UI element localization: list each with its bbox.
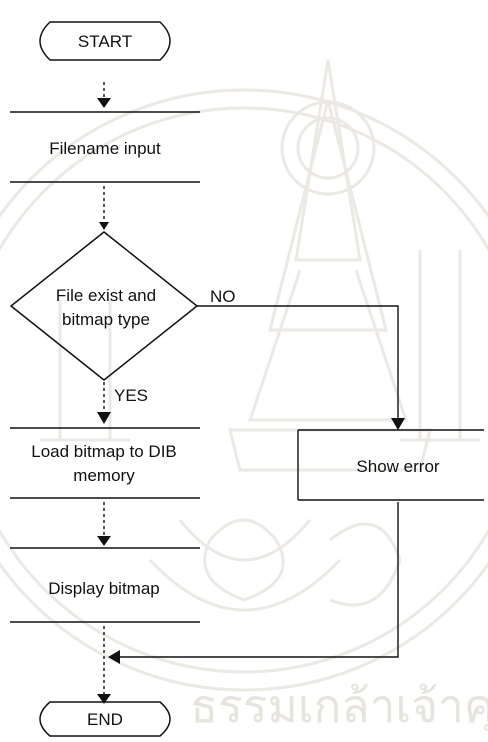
arrow-head <box>97 536 111 546</box>
load-label-line-2: memory <box>73 466 135 485</box>
display-bitmap-label: Display bitmap <box>48 579 160 598</box>
arrow-head <box>97 694 111 704</box>
seal-watermark: ธรรมเกล้าเจ้าคุณ <box>0 59 488 735</box>
arrow-head <box>391 418 405 430</box>
decision-line-1: File exist and <box>56 286 156 305</box>
show-error-label: Show error <box>356 457 439 476</box>
connector-error-merge <box>118 502 399 658</box>
yes-label: YES <box>114 386 148 405</box>
decision-diamond <box>9 231 199 381</box>
filename-input-label: Filename input <box>49 139 161 158</box>
arrow-head <box>99 222 109 230</box>
arrow-head <box>97 98 111 108</box>
merge-arrow-head <box>108 650 120 664</box>
end-label: END <box>87 710 123 729</box>
connector-no-branch <box>197 305 399 420</box>
watermark-text: ธรรมเกล้าเจ้าคุณ <box>190 679 488 735</box>
no-label: NO <box>210 287 236 306</box>
arrow-head <box>97 412 111 424</box>
end-terminator <box>39 701 171 737</box>
decision-line-2: bitmap type <box>62 310 150 329</box>
load-label-line-1: Load bitmap to DIB <box>31 442 177 461</box>
start-label: START <box>78 32 132 51</box>
start-terminator <box>39 21 171 61</box>
